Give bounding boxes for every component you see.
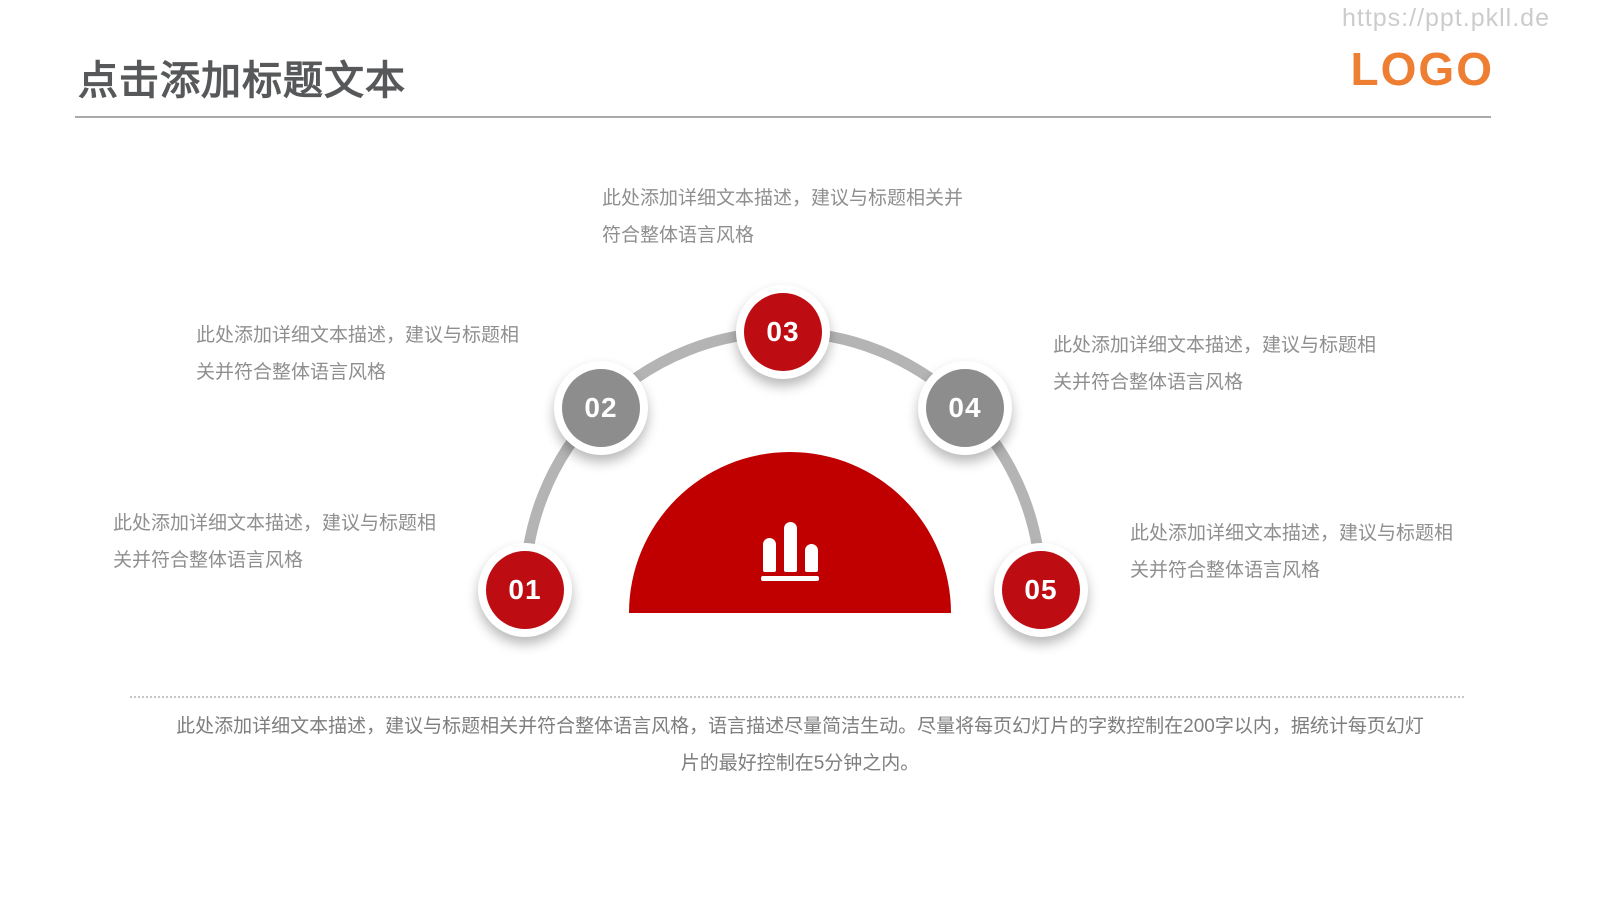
desc-line: 关并符合整体语言风格 [1130, 560, 1321, 581]
footer-line: 此处添加详细文本描述，建议与标题相关并符合整体语言风格，语言描述尽量简洁生动。尽… [176, 716, 1424, 737]
desc-line: 此处添加详细文本描述，建议与标题相 [1130, 523, 1454, 544]
desc-line: 符合整体语言风格 [602, 225, 755, 246]
step-description-04[interactable]: 此处添加详细文本描述，建议与标题相 关并符合整体语言风格 [1053, 327, 1376, 401]
step-circle-02: 02 [554, 361, 648, 455]
desc-line: 关并符合整体语言风格 [1053, 372, 1244, 393]
step-number: 05 [1002, 551, 1080, 629]
step-description-05[interactable]: 此处添加详细文本描述，建议与标题相 关并符合整体语言风格 [1130, 515, 1453, 589]
step-description-01[interactable]: 此处添加详细文本描述，建议与标题相 关并符合整体语言风格 [113, 505, 436, 579]
watermark-url: https://ppt.pkll.de [1341, 4, 1550, 32]
step-number: 01 [486, 551, 564, 629]
desc-line: 此处添加详细文本描述，建议与标题相关并 [602, 188, 964, 209]
step-circle-04: 04 [918, 361, 1012, 455]
step-number: 03 [744, 293, 822, 371]
page-title[interactable]: 点击添加标题文本 [78, 59, 406, 103]
step-circle-03: 03 [736, 285, 830, 379]
step-circle-05: 05 [994, 543, 1088, 637]
logo-text: LOGO [1350, 43, 1494, 95]
step-number: 04 [926, 369, 1004, 447]
dotted-divider [130, 696, 1464, 698]
title-divider [75, 116, 1491, 118]
step-number: 02 [562, 369, 640, 447]
step-circle-01: 01 [478, 543, 572, 637]
bar-chart-bars [762, 522, 818, 572]
desc-line: 此处添加详细文本描述，建议与标题相 [1053, 335, 1377, 356]
step-description-02[interactable]: 此处添加详细文本描述，建议与标题相 关并符合整体语言风格 [196, 317, 519, 391]
bar-chart-bar [783, 522, 797, 572]
bar-chart-baseline [761, 576, 819, 581]
footer-paragraph[interactable]: 此处添加详细文本描述，建议与标题相关并符合整体语言风格，语言描述尽量简洁生动。尽… [0, 708, 1600, 782]
step-description-03[interactable]: 此处添加详细文本描述，建议与标题相关并 符合整体语言风格 [602, 180, 963, 254]
bar-chart-bar [762, 538, 776, 572]
desc-line: 关并符合整体语言风格 [196, 362, 387, 383]
bar-chart-icon [761, 522, 819, 581]
desc-line: 此处添加详细文本描述，建议与标题相 [113, 513, 437, 534]
desc-line: 此处添加详细文本描述，建议与标题相 [196, 325, 520, 346]
footer-line: 片的最好控制在5分钟之内。 [680, 753, 920, 774]
bar-chart-bar [804, 544, 818, 572]
desc-line: 关并符合整体语言风格 [113, 550, 304, 571]
